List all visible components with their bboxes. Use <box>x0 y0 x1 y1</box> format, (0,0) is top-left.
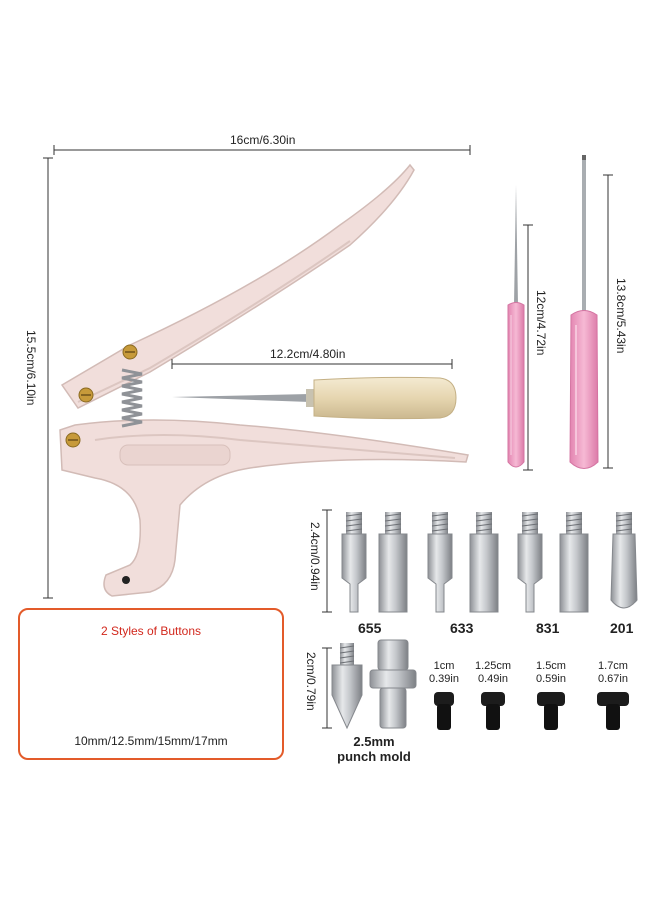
die-piece <box>427 512 453 613</box>
wooden-awl <box>172 376 457 420</box>
awl-length-dimension <box>171 359 453 369</box>
die-set-label-655: 655 <box>358 620 382 636</box>
screwdriver-length-label: 13.8cm/5.43in <box>614 278 628 354</box>
pad-size-3: 1.5cm 0.59in <box>528 660 574 686</box>
die-piece <box>610 512 638 609</box>
plier-height-label: 15.5cm/6.10in <box>24 330 38 406</box>
buttons-panel-title: 2 Styles of Buttons <box>100 624 202 638</box>
pad-size-2: 1.25cm 0.49in <box>470 660 516 686</box>
pad-size-1: 1cm 0.39in <box>424 660 464 686</box>
die-set-label-831: 831 <box>536 620 560 636</box>
die-piece <box>469 512 499 613</box>
pad-size-4: 1.7cm 0.67in <box>590 660 636 686</box>
rubber-pad <box>597 692 629 730</box>
pad-size-1-in: 0.39in <box>429 673 459 685</box>
punch-holder <box>369 639 417 729</box>
plier-width-dimension <box>53 145 471 155</box>
buttons-panel-sizes: 10mm/12.5mm/15mm/17mm <box>74 734 228 748</box>
punch-height-dimension <box>322 647 332 729</box>
die-piece <box>378 512 408 613</box>
die-set <box>341 512 638 613</box>
pad-size-2-in: 0.49in <box>478 673 508 685</box>
pad-size-3-in: 0.59in <box>536 673 566 685</box>
die-set-label-633: 633 <box>450 620 474 636</box>
pink-awl-length-label: 12cm/4.72in <box>534 290 548 356</box>
die-piece <box>341 512 367 613</box>
rubber-pads <box>434 692 629 730</box>
pad-size-3-cm: 1.5cm <box>536 660 566 672</box>
pink-awl <box>507 185 525 468</box>
punch-mold <box>331 643 363 730</box>
awl-length-label: 12.2cm/4.80in <box>270 347 346 361</box>
punch-height-label: 2cm/0.79in <box>304 652 318 711</box>
buttons-panel: 2 Styles of Buttons 10mm/12.5mm/15mm/17m… <box>18 608 284 760</box>
die-set-label-201: 201 <box>610 620 634 636</box>
die-piece <box>517 512 543 613</box>
pink-screwdriver <box>569 155 599 469</box>
die-height-label: 2.4cm/0.94in <box>308 522 322 591</box>
screwdriver-dimension <box>603 174 613 469</box>
pad-size-1-cm: 1cm <box>433 660 455 672</box>
pink-awl-dimension <box>523 224 533 471</box>
rubber-pad <box>537 692 565 730</box>
die-piece <box>559 512 589 613</box>
rubber-pad <box>434 692 454 730</box>
pad-size-2-cm: 1.25cm <box>474 660 512 672</box>
plier-height-dimension <box>43 157 53 599</box>
rubber-pad <box>481 692 505 730</box>
die-height-dimension <box>322 509 332 613</box>
punch-mold-label: 2.5mm punch mold <box>322 734 426 764</box>
plier-width-label: 16cm/6.30in <box>230 133 296 147</box>
pad-size-4-cm: 1.7cm <box>598 660 628 672</box>
punch-mold-name: punch mold <box>337 749 411 764</box>
pad-size-4-in: 0.67in <box>598 673 628 685</box>
punch-mold-size: 2.5mm <box>353 734 395 749</box>
snap-plier <box>59 163 469 597</box>
